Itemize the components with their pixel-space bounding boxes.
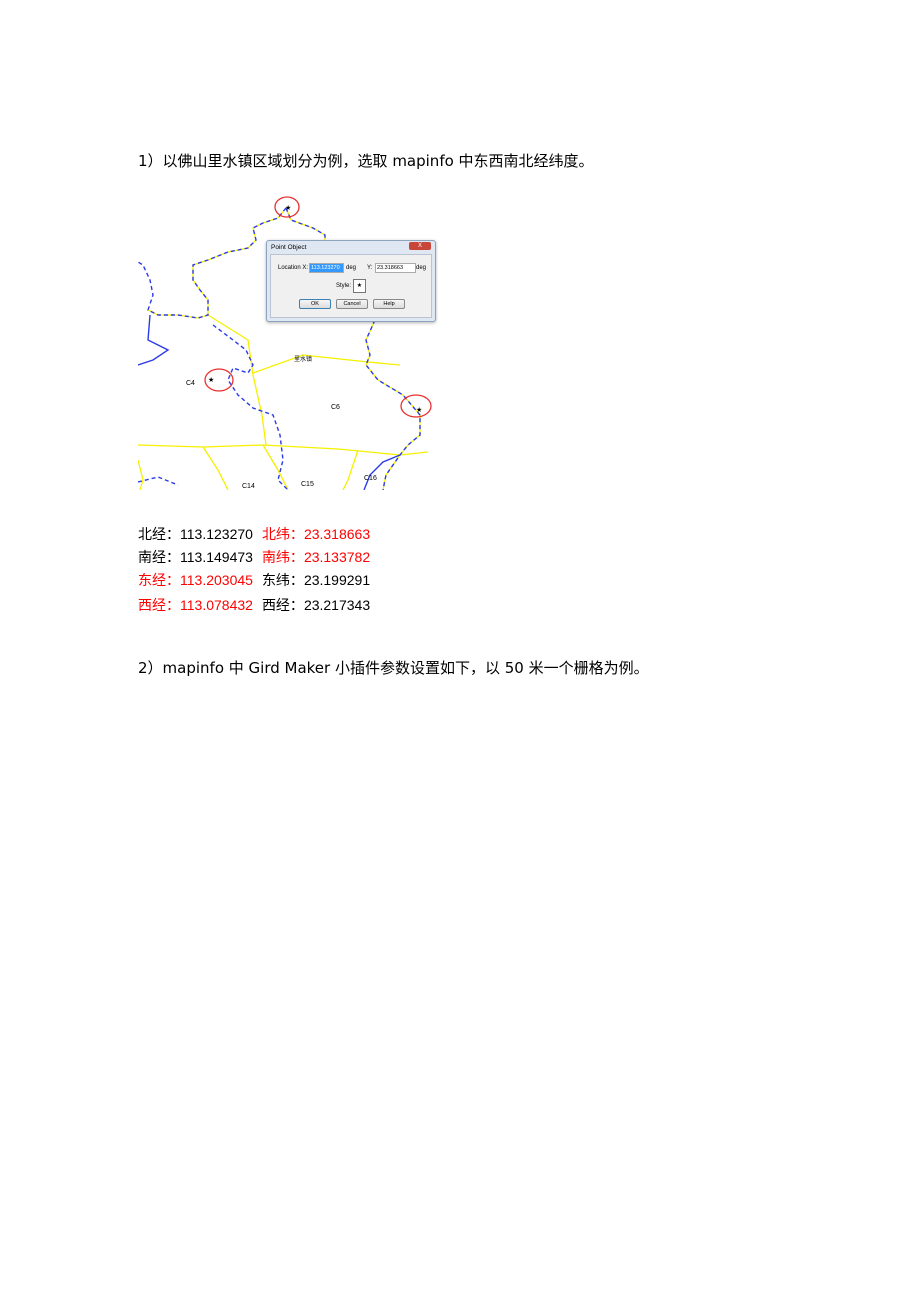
region-label-c14: C14	[242, 483, 255, 490]
coordinate-label: 东纬：	[261, 573, 304, 589]
ok-button[interactable]: OK	[299, 299, 331, 309]
map-drawing: ★ ★ ★ C4 C6 C14 C15 C16 里水镇	[138, 196, 432, 490]
location-x-label: Location X:	[278, 265, 309, 271]
coordinate-label: 西经：	[138, 598, 180, 614]
coordinate-row: 东经：113.203045 东纬：23.199291	[138, 571, 379, 590]
coordinate-value: 23.318663	[303, 526, 371, 542]
region-label-c16: C16	[364, 475, 377, 482]
coordinate-value: 23.217343	[303, 597, 371, 613]
point-marker: ★	[285, 204, 291, 212]
point-marker: ★	[208, 376, 214, 384]
point-marker: ★	[416, 406, 422, 414]
y-input[interactable]: 23.318663	[375, 263, 416, 273]
marker-circles	[204, 196, 432, 418]
step2-heading: 2）mapinfo 中 Gird Maker 小插件参数设置如下，以 50 米一…	[138, 659, 649, 677]
coordinate-value: 113.203045	[180, 572, 253, 588]
coordinate-value: 113.123270	[180, 526, 253, 542]
solid-boundaries	[138, 314, 401, 490]
boundaries	[138, 207, 421, 490]
coordinate-value: 23.133782	[303, 549, 371, 565]
help-button[interactable]: Help	[373, 299, 405, 309]
coordinate-label: 北纬：	[261, 527, 304, 543]
coordinate-label: 东经：	[138, 573, 180, 589]
coordinate-value: 113.149473	[180, 549, 253, 565]
coordinate-row: 南经：113.149473 南纬：23.133782	[138, 548, 379, 567]
close-button[interactable]: X	[409, 242, 431, 250]
coordinate-label: 南纬：	[261, 550, 304, 566]
coordinate-label: 南经：	[138, 550, 180, 566]
location-x-input[interactable]: 113.123270	[309, 263, 344, 273]
deg-label: deg	[346, 265, 357, 271]
y-label: Y:	[367, 265, 373, 271]
coordinate-row: 北经：113.123270 北纬：23.318663	[138, 525, 379, 544]
region-label-c15: C15	[301, 481, 314, 488]
style-button[interactable]: ★	[353, 279, 366, 293]
region-label-c6: C6	[331, 404, 340, 411]
coordinate-label: 北经：	[138, 527, 180, 543]
town-label: 里水镇	[294, 355, 312, 363]
cancel-button[interactable]: Cancel	[336, 299, 368, 309]
region-label-c4: C4	[186, 380, 195, 387]
coordinate-value: 23.199291	[303, 572, 371, 588]
step1-heading: 1）以佛山里水镇区域划分为例，选取 mapinfo 中东西南北经纬度。	[138, 152, 594, 170]
style-label: Style:	[336, 283, 352, 289]
coordinate-value: 113.078432	[180, 597, 253, 613]
point-object-dialog: Point Object X Location X: 113.123270 de…	[266, 240, 436, 322]
map-screenshot: ★ ★ ★ C4 C6 C14 C15 C16 里水镇 Point Object…	[138, 190, 438, 490]
coordinate-label: 西经：	[261, 598, 304, 614]
deg-label: deg	[416, 265, 427, 271]
dialog-title: Point Object	[271, 244, 307, 251]
